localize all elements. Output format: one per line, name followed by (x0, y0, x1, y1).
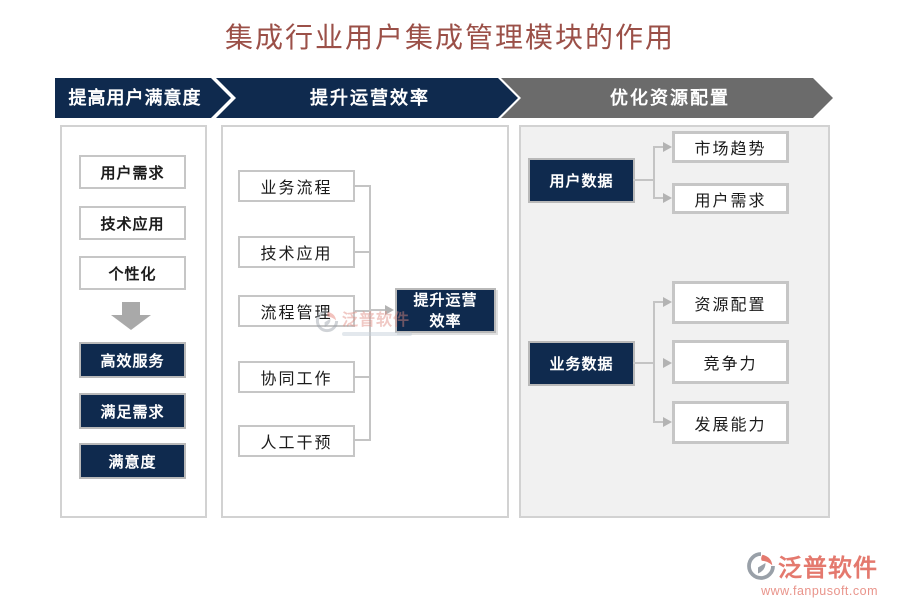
banner-optimize-resources: 优化资源配置 (501, 78, 833, 118)
down-arrow-icon (111, 315, 151, 330)
arrowhead-icon (663, 297, 672, 307)
connector-line (653, 146, 664, 148)
connector-line (353, 251, 371, 253)
connector-line (369, 185, 371, 441)
box-collaboration: 协同工作 (238, 361, 355, 393)
box-satisfaction: 满意度 (79, 443, 186, 479)
box-resource-allocation: 资源配置 (672, 281, 789, 324)
connector-line (653, 301, 655, 423)
box-business-process: 业务流程 (238, 170, 355, 202)
box-meet-needs: 满足需求 (79, 393, 186, 429)
box-market-trends: 市场趋势 (672, 131, 789, 163)
brand-url: www.fanpusoft.com (761, 584, 878, 598)
box-user-needs-2: 用户需求 (672, 183, 789, 214)
box-process-management: 流程管理 (238, 295, 355, 327)
connector-line (353, 376, 371, 378)
connector-line (653, 421, 664, 423)
arrowhead-icon (663, 417, 672, 427)
banner-improve-efficiency: 提升运营效率 (216, 78, 518, 118)
connector-line (371, 309, 386, 311)
connector-line (353, 185, 371, 187)
fanpu-logo-icon (747, 551, 775, 580)
box-personalization: 个性化 (79, 256, 186, 290)
diagram-title: 集成行业用户集成管理模块的作用 (224, 23, 675, 54)
result-label: 提升运营效率 (413, 291, 478, 330)
arrowhead-icon (385, 305, 394, 315)
banner-improve-satisfaction: 提高用户满意度 (55, 78, 231, 118)
arrowhead-icon (663, 193, 672, 203)
connector-line (653, 301, 664, 303)
connector-line (653, 197, 664, 199)
arrowhead-icon (663, 142, 672, 152)
connector-line (353, 439, 371, 441)
connector-line (633, 179, 655, 181)
connector-line (653, 146, 655, 199)
connector-line (633, 362, 655, 364)
box-tech-application-2: 技术应用 (238, 236, 355, 268)
box-development-capability: 发展能力 (672, 401, 789, 444)
footer-brand-block: 泛普软件 www.fanpusoft.com (746, 548, 878, 598)
box-tech-application: 技术应用 (79, 206, 186, 240)
box-user-data: 用户数据 (528, 158, 635, 203)
brand-name: 泛普软件 (778, 555, 878, 582)
connector-line (353, 310, 371, 312)
box-manual-intervention: 人工干预 (238, 425, 355, 457)
box-competitiveness: 竞争力 (672, 340, 789, 384)
box-efficient-service: 高效服务 (79, 342, 186, 378)
box-user-needs: 用户需求 (79, 155, 186, 189)
down-arrow-icon (122, 302, 140, 315)
box-improve-efficiency-result: 提升运营效率 (395, 288, 496, 333)
arrowhead-icon (663, 358, 672, 368)
box-business-data: 业务数据 (528, 341, 635, 386)
